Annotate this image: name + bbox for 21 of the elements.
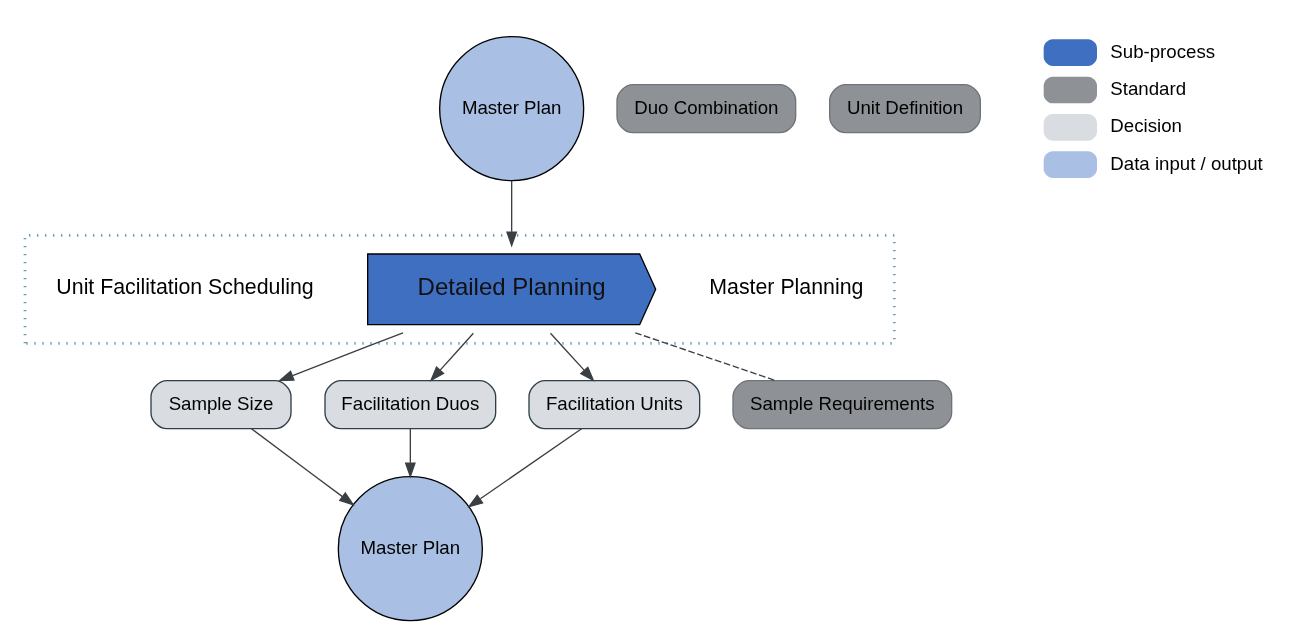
arrow	[404, 427, 416, 478]
legend-label: Data input / output	[1110, 152, 1263, 174]
node-text: Master Planning	[709, 274, 864, 299]
legend-label: Sub-process	[1110, 40, 1216, 62]
node-box: Sample Size	[150, 379, 292, 429]
arrow	[506, 179, 518, 248]
node-box: Facilitation Duos	[324, 379, 497, 429]
legend-label: Standard	[1110, 77, 1187, 99]
node-box: Duo Combination	[616, 83, 797, 133]
node-box: Unit Definition	[829, 83, 981, 133]
connector	[634, 331, 777, 381]
arrow	[549, 332, 595, 382]
arrow	[467, 427, 583, 508]
node-text: Unit Facilitation Scheduling	[56, 274, 314, 299]
arrow	[277, 331, 404, 381]
arrow	[250, 427, 355, 506]
node-box: Sample Requirements	[732, 379, 953, 429]
node-box: Facilitation Units	[528, 379, 701, 429]
arrow	[429, 332, 475, 382]
node-circle: Master Plan	[439, 35, 585, 181]
legend-label: Decision	[1110, 114, 1182, 136]
